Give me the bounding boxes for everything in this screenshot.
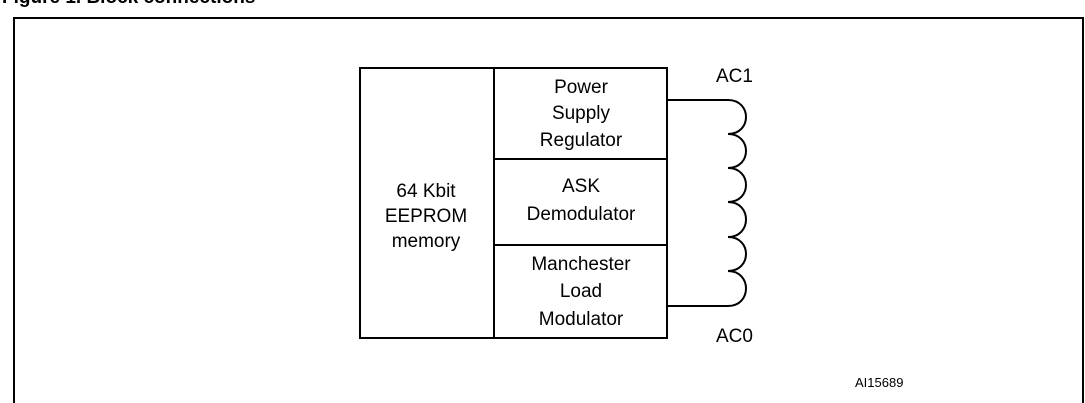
figure-caption-strip: Figure 1. Block connections — [0, 0, 400, 14]
power-supply-regulator-block: Power Supply Regulator — [540, 77, 623, 151]
diagram-id-label: AI15689 — [855, 375, 903, 390]
ask-demodulator-line-1: ASK — [562, 176, 600, 197]
memory-label: 64 Kbit EEPROM memory — [385, 181, 467, 252]
figure-caption: Figure 1. Block connections — [2, 0, 255, 9]
memory-label-line-3: memory — [392, 231, 461, 252]
ask-demodulator-block: ASK Demodulator — [527, 176, 636, 225]
memory-label-line-2: EEPROM — [385, 206, 467, 227]
antenna-coil-icon — [727, 99, 747, 307]
pin-ac0-label: AC0 — [716, 326, 753, 347]
pin-ac1-label: AC1 — [716, 66, 753, 87]
power-supply-line-1: Power — [554, 77, 609, 98]
power-supply-line-2: Supply — [552, 103, 611, 124]
manchester-line-2: Load — [560, 281, 602, 302]
manchester-line-3: Modulator — [539, 309, 624, 330]
figure-frame — [13, 17, 1084, 403]
manchester-line-1: Manchester — [531, 254, 631, 275]
device-outline — [359, 67, 668, 339]
ask-demodulator-line-2: Demodulator — [527, 204, 636, 225]
memory-label-line-1: 64 Kbit — [396, 181, 456, 202]
power-supply-line-3: Regulator — [540, 130, 623, 151]
manchester-load-modulator-block: Manchester Load Modulator — [531, 254, 631, 330]
